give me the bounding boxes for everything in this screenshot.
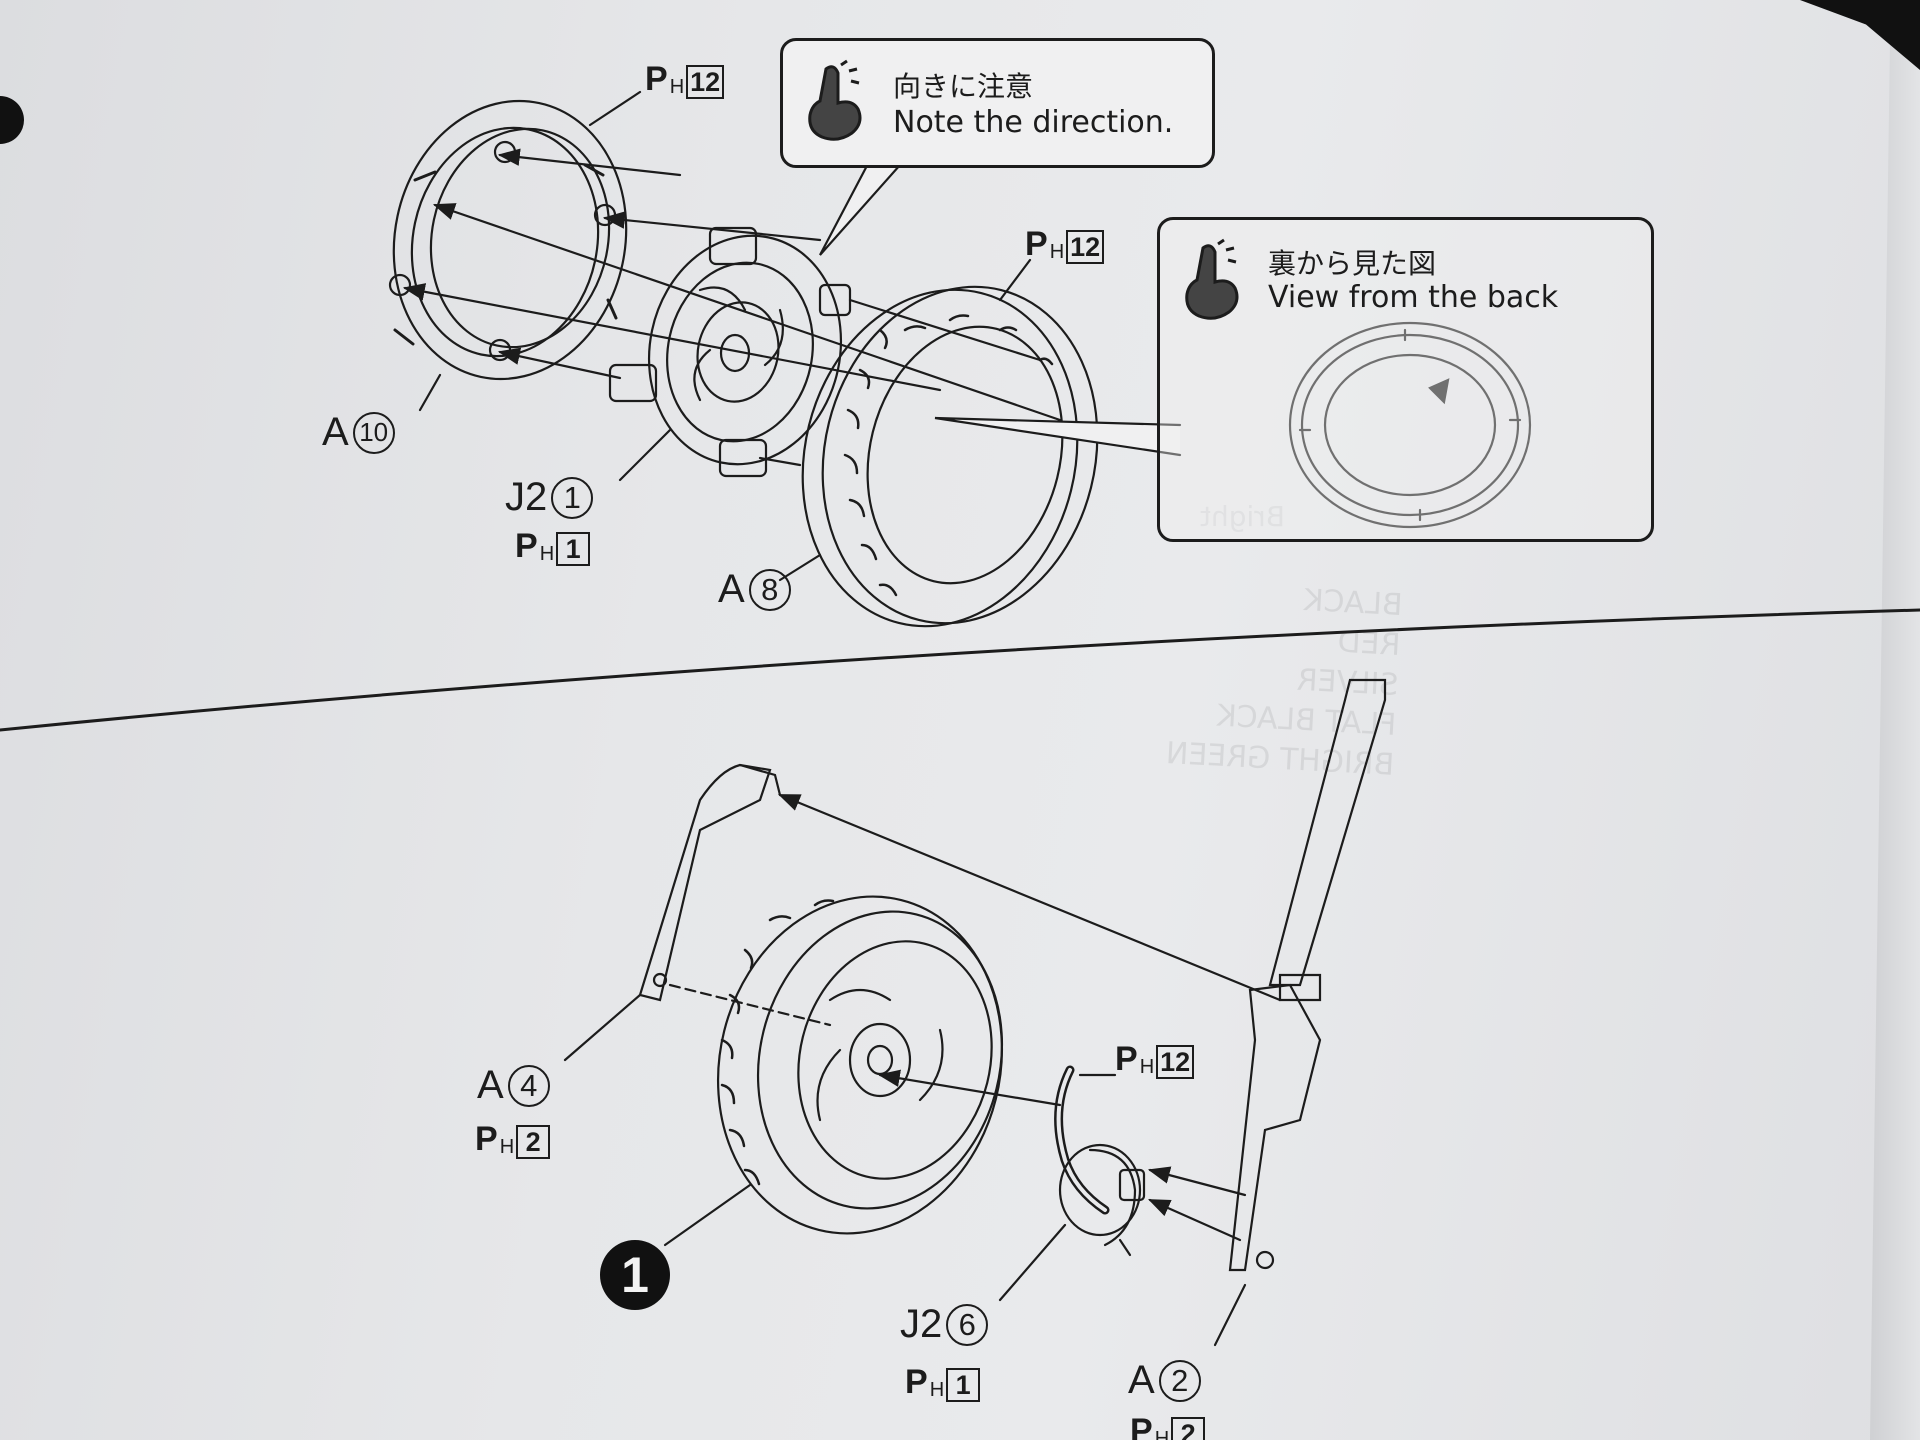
paint-sub: H: [539, 543, 555, 565]
fork-left-a4: [638, 763, 782, 1002]
paint-prefix: P: [475, 1120, 498, 1158]
part-label-tire: A 8: [718, 567, 791, 612]
paint-number: 1: [946, 1368, 981, 1402]
part-letter: A: [718, 567, 745, 611]
paint-sub: H: [499, 1136, 515, 1158]
part-letter: A: [477, 1063, 504, 1107]
callout-direction-en: Note the direction.: [893, 105, 1174, 140]
tire-part-a8: [801, 285, 1099, 628]
pointing-hand-icon: [1185, 238, 1239, 320]
paint-number: 12: [1156, 1045, 1195, 1079]
paint-prefix: P: [1025, 225, 1048, 263]
part-letter: A: [322, 410, 349, 454]
back-view-ring: [1288, 321, 1532, 529]
paint-sub: H: [1139, 1056, 1155, 1078]
step-badge-top: [0, 96, 24, 144]
paint-number: 12: [1066, 230, 1105, 264]
rim-part-a10: [388, 99, 628, 381]
fork-right-a2: [1228, 678, 1387, 1272]
paint-number: 12: [686, 65, 725, 99]
paint-prefix: P: [645, 60, 668, 98]
part-number: 1: [551, 476, 594, 519]
part-label-fork-left: A 4: [477, 1063, 550, 1108]
part-letter: J2: [900, 1302, 943, 1346]
paint-sub: H: [669, 76, 685, 98]
part-letter: J2: [505, 475, 548, 519]
wheel-step-reference-badge: 1: [600, 1240, 670, 1310]
step-divider: [0, 608, 1920, 732]
part-number: 4: [507, 1064, 550, 1107]
paint-sub: H: [929, 1379, 945, 1401]
pointing-hand-icon: [808, 59, 862, 141]
caliper-j2-6: [1054, 1065, 1146, 1257]
part-label-hub: J2 1: [505, 475, 594, 520]
part-number: 10: [352, 411, 395, 454]
callout-back-jp: 裏から見た図: [1268, 247, 1437, 280]
part-label-fork-right: A 2: [1128, 1358, 1201, 1403]
paint-number: 1: [556, 532, 591, 566]
part-label-rim: A 10: [322, 410, 395, 455]
part-number: 2: [1158, 1359, 1201, 1402]
callout-note-direction: 向きに注意 Note the direction.: [780, 38, 1215, 168]
part-label-caliper: J2 6: [900, 1302, 989, 1347]
paint-sub: H: [1154, 1428, 1170, 1440]
part-number: 8: [748, 568, 791, 611]
paint-prefix: P: [1130, 1412, 1153, 1440]
callout-back-en: View from the back: [1268, 280, 1559, 315]
part-letter: A: [1128, 1358, 1155, 1402]
paint-prefix: P: [1115, 1040, 1138, 1078]
callout-view-from-back: 裏から見た図 View from the back: [1157, 217, 1654, 542]
paint-number: 2: [1171, 1417, 1206, 1440]
wheel-assembly: [716, 895, 1004, 1235]
part-number: 6: [946, 1303, 989, 1346]
paint-prefix: P: [515, 527, 538, 565]
callout-direction-jp: 向きに注意: [893, 70, 1034, 103]
paint-prefix: P: [905, 1363, 928, 1401]
paint-sub: H: [1049, 241, 1065, 263]
paint-number: 2: [516, 1125, 551, 1159]
